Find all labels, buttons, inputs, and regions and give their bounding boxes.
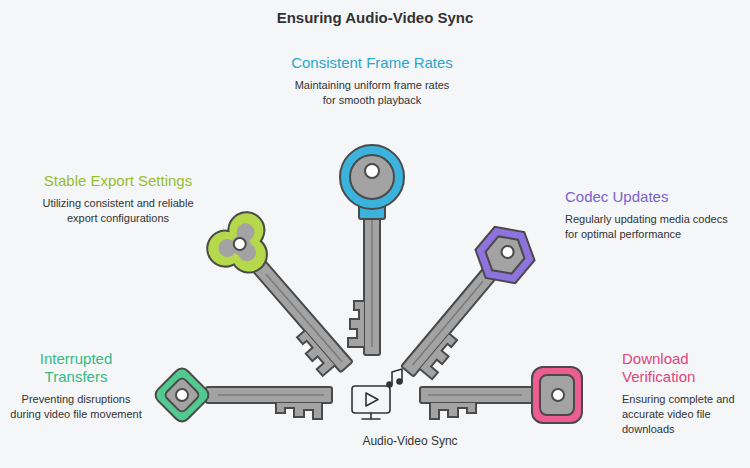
green-key: [152, 365, 332, 424]
key-heading: Consistent Frame Rates: [289, 54, 455, 72]
key-heading: Stable Export Settings: [33, 172, 204, 190]
key-description: Regularly updating media codecs for opti…: [565, 212, 731, 242]
media-icon: [352, 369, 402, 419]
key-description: Preventing disruptions during video file…: [8, 392, 144, 422]
key-description: Utilizing consistent and reliable export…: [33, 196, 204, 226]
key-label: Codec UpdatesRegularly updating media co…: [563, 186, 733, 244]
key-label: Download VerificationEnsuring complete a…: [620, 348, 745, 439]
blue-key: [340, 145, 404, 355]
key-heading: Download Verification: [622, 350, 743, 386]
lime-key: [201, 206, 370, 387]
key-heading: Interrupted Transfers: [8, 350, 144, 386]
key-label: Interrupted TransfersPreventing disrupti…: [6, 348, 146, 424]
key-heading: Codec Updates: [565, 188, 731, 206]
diagram-title: Ensuring Audio-Video Sync: [0, 9, 750, 26]
center-label: Audio-Video Sync: [345, 432, 475, 450]
purple-key: [387, 215, 544, 388]
key-label: Consistent Frame RatesMaintaining unifor…: [287, 52, 457, 110]
key-label: Stable Export SettingsUtilizing consiste…: [31, 170, 206, 228]
pink-key: [420, 367, 582, 423]
key-heading: Audio-Video Sync: [347, 434, 473, 448]
key-description: Ensuring complete and accurate video fil…: [622, 392, 743, 437]
key-description: Maintaining uniform frame rates for smoo…: [289, 78, 455, 108]
